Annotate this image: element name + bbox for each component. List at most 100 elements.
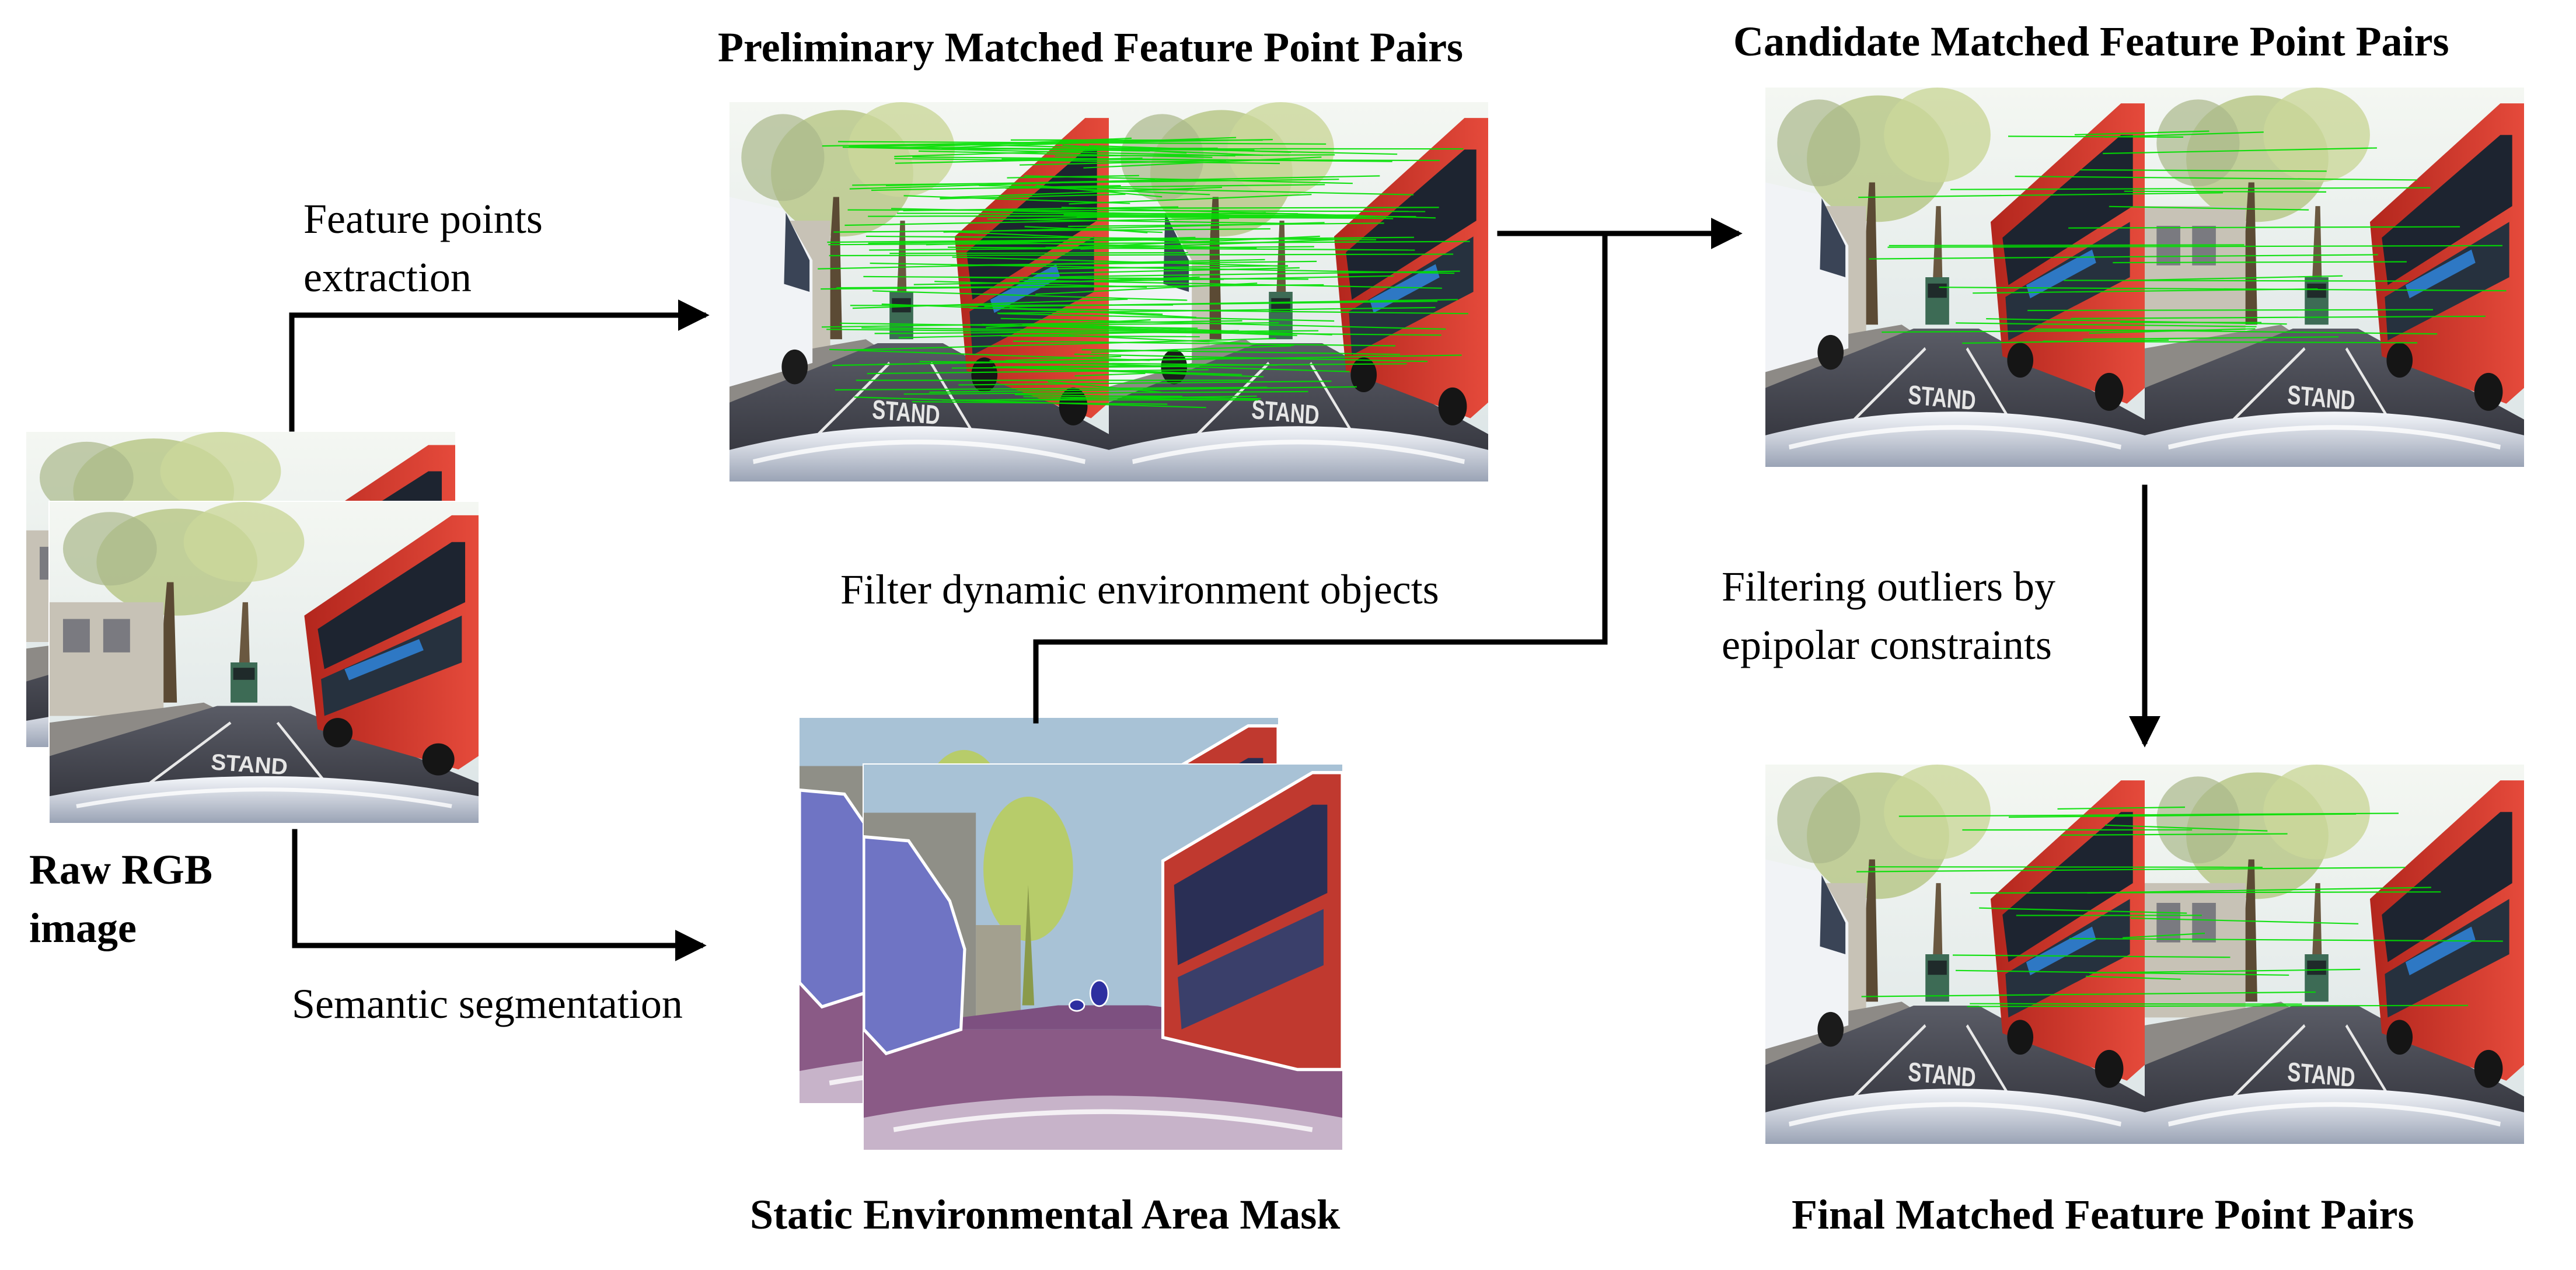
match-line (912, 156, 1392, 162)
match-line (1048, 381, 1162, 393)
match-line (1031, 267, 1300, 275)
match-line (947, 246, 1415, 251)
match-line (2083, 336, 2339, 340)
match-line (918, 150, 1213, 158)
match-line (1062, 325, 1261, 334)
match-line (1979, 907, 2187, 914)
preliminary-match-lines (818, 137, 1470, 409)
preliminary-title: Preliminary Matched Feature Point Pairs (718, 24, 1464, 71)
match-line (1887, 245, 2503, 248)
match-line (872, 290, 1188, 301)
match-line (1090, 395, 1183, 397)
match-line (996, 363, 1407, 368)
match-line (1950, 187, 2431, 190)
match-line (968, 277, 1224, 280)
match-line (987, 218, 1305, 225)
match-line (1019, 280, 1442, 289)
candidate-match-lines (1858, 130, 2507, 344)
match-line (2113, 261, 2407, 264)
match-line (1080, 239, 1334, 250)
match-line (1024, 175, 1353, 184)
match-line (1005, 366, 1242, 375)
match-line (1046, 323, 1332, 336)
match-line (868, 214, 1360, 217)
match-line (2080, 169, 2327, 172)
match-line (849, 179, 1156, 190)
match-line (2043, 340, 2418, 344)
match-line (1869, 254, 2378, 260)
match-line (842, 146, 1235, 157)
match-line (854, 396, 1206, 409)
match-line (1005, 184, 1325, 189)
match-line (1000, 318, 1446, 330)
match-line (1856, 867, 2405, 873)
match-line (821, 320, 1242, 328)
feature-extraction-label: Feature points extraction (303, 196, 543, 301)
mask-title: Static Environmental Area Mask (750, 1191, 1341, 1238)
match-line (1001, 299, 1458, 308)
match-line (818, 259, 1265, 270)
match-line (1001, 335, 1200, 337)
match-line (1967, 1004, 2469, 1007)
match-line (870, 262, 1455, 274)
match-line (903, 390, 1308, 395)
arrow-right-icon (292, 829, 707, 961)
match-line (2109, 205, 2309, 211)
match-line (1955, 969, 2289, 976)
match-line (943, 222, 1325, 233)
match-line (2104, 824, 2268, 832)
match-line (1861, 991, 2316, 997)
epipolar-filter-label: Filtering outliers by epipolar constrain… (1722, 563, 2055, 668)
match-line (1858, 192, 2224, 198)
match-line (929, 386, 1357, 393)
match-line (972, 144, 1398, 155)
match-line (2128, 275, 2343, 281)
match-line (827, 236, 1415, 243)
match-line (1024, 226, 1163, 233)
match-line (833, 228, 1270, 233)
match-line (1081, 349, 1401, 355)
match-line (2123, 933, 2205, 938)
match-line (1889, 244, 2245, 246)
match-line (1069, 194, 1312, 205)
semantic-segmentation-label: Semantic segmentation (292, 981, 683, 1027)
match-line (1089, 207, 1439, 209)
match-line (2103, 147, 2377, 155)
match-line (2068, 226, 2460, 229)
match-line (2085, 975, 2181, 980)
match-line (2124, 190, 2327, 193)
final-title: Final Matched Feature Point Pairs (1792, 1191, 2414, 1238)
match-line (2008, 813, 2357, 818)
candidate-title: Candidate Matched Feature Point Pairs (1733, 18, 2449, 65)
match-line (829, 253, 1454, 257)
match-line (952, 256, 1288, 267)
match-line (1013, 340, 1396, 347)
match-line (2035, 328, 2438, 335)
final-matched-image (1765, 765, 2524, 1144)
match-line (968, 147, 1218, 150)
match-line (865, 235, 1377, 240)
candidate-matched-image (1765, 88, 2524, 467)
match-line (837, 141, 1327, 145)
final-match-lines (1856, 806, 2503, 1007)
arrow-right-icon (289, 299, 710, 432)
match-line (836, 285, 1192, 289)
match-line (894, 158, 1280, 165)
match-line (2131, 917, 2359, 924)
match-line (1005, 355, 1122, 361)
match-line (871, 185, 1121, 191)
match-line (998, 313, 1335, 322)
match-line (1045, 245, 1141, 248)
match-line (1973, 288, 2318, 294)
match-line (2071, 315, 2486, 319)
match-line (1986, 318, 2287, 325)
match-line (822, 139, 1168, 147)
match-line (2015, 176, 2417, 181)
match-line (1956, 322, 2257, 327)
match-line (1019, 159, 1227, 166)
match-line (829, 348, 1150, 361)
match-line (843, 337, 1276, 351)
match-line (1939, 287, 2507, 292)
match-line (940, 186, 1223, 198)
